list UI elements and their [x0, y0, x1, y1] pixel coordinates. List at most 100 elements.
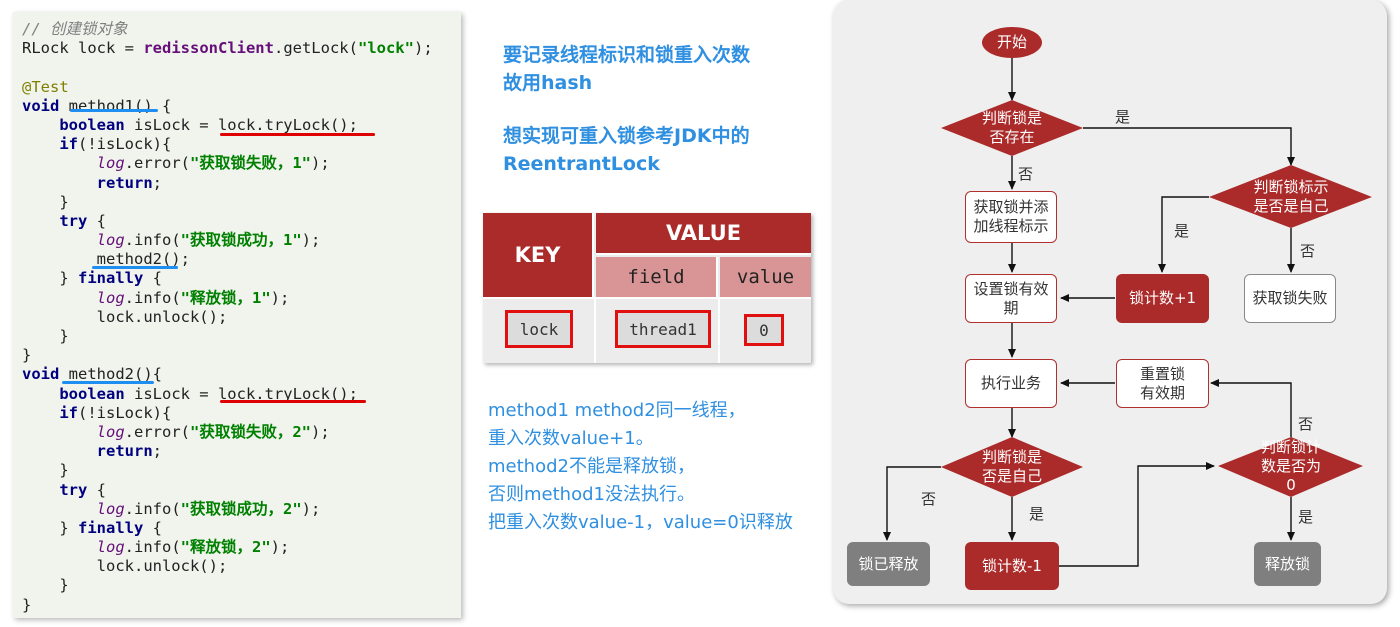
- acquire-fail-node: 获取锁失败: [1244, 274, 1336, 323]
- code-keyword: try: [59, 480, 88, 499]
- reason-title-line1: 要记录线程标识和锁重入次数: [503, 44, 751, 66]
- flowchart-panel: 开始 判断锁是否存在 是 否 获取锁并添加线程标示 判断锁标示是否是自己 是 否…: [833, 0, 1387, 604]
- code-line: return;: [22, 442, 433, 461]
- trylock2-underline: [220, 400, 366, 403]
- decision-lock-exists: [941, 100, 1083, 156]
- edge-label-yes: 是: [1029, 505, 1045, 523]
- code-token: lock.unlock();: [96, 307, 228, 326]
- code-token: );: [270, 538, 290, 557]
- value-header: VALUE: [596, 213, 811, 255]
- value-sub-header: value: [720, 257, 811, 297]
- decision-mine-line1: 判断锁是: [981, 448, 1042, 466]
- edge-label-no: 否: [1300, 242, 1316, 260]
- field-cell: thread1: [615, 310, 711, 348]
- code-token: .error(: [124, 154, 190, 173]
- reentrant-note: method1 method2同一线程， 重入次数value+1。 method…: [488, 397, 793, 537]
- acquire-line2: 加线程标示: [973, 217, 1049, 235]
- method1-underline: [70, 109, 158, 112]
- code-line: boolean isLock = lock.tryLock();: [22, 116, 433, 135]
- code-line: log.error("获取锁失败，1");: [22, 154, 433, 173]
- acquire-lock-node: 获取锁并添加线程标示: [965, 191, 1057, 243]
- code-line: log.info("获取锁成功，1");: [22, 231, 433, 250]
- code-token: .info(: [124, 538, 181, 557]
- code-token: }: [59, 576, 69, 595]
- code-token: }: [59, 327, 69, 345]
- decision-owner-line1: 判断锁标示: [1253, 178, 1329, 196]
- code-line: }: [22, 193, 433, 212]
- code-token: .info(: [124, 499, 181, 518]
- lock-released-node: 锁已释放: [847, 542, 930, 586]
- code-annotation: @Test: [22, 77, 69, 96]
- code-keyword: if: [59, 135, 78, 154]
- code-string: "获取锁失败，1": [189, 154, 311, 173]
- code-token: {: [143, 269, 162, 288]
- code-token: .info(: [124, 288, 181, 307]
- note-line: method2不能是释放锁，: [488, 456, 695, 477]
- code-token: isLock = lock.tryLock();: [124, 384, 358, 403]
- reset-line1: 重置锁: [1139, 364, 1185, 383]
- code-line: try {: [22, 481, 433, 500]
- code-log: log: [96, 499, 125, 518]
- table-divider: [483, 297, 811, 299]
- code-log: log: [96, 288, 125, 307]
- method1-signature: method1() {: [59, 96, 172, 115]
- key-cell: lock: [505, 310, 573, 348]
- code-line: void method2(){: [22, 365, 433, 384]
- code-line: boolean isLock = lock.tryLock();: [22, 385, 433, 404]
- code-token: );: [270, 288, 290, 307]
- hash-table: KEY VALUE field value lock thread1 0: [483, 213, 811, 363]
- code-line: } finally {: [22, 269, 433, 288]
- code-log: log: [96, 154, 125, 173]
- code-keyword: boolean: [59, 115, 125, 134]
- code-token: );: [310, 154, 330, 173]
- code-token: }: [22, 595, 32, 614]
- decision-lock-owner: [1209, 165, 1372, 228]
- decision-exists-text: 判断锁是否存在: [961, 109, 1063, 147]
- method2-call: method2();: [96, 250, 190, 269]
- reason-title-line3: 想实现可重入锁参考JDK中的: [503, 125, 750, 147]
- code-keyword: finally: [78, 269, 144, 288]
- code-token: ;: [152, 173, 162, 192]
- code-token: );: [301, 231, 321, 250]
- code-keyword: return: [96, 442, 153, 461]
- reset-expiry-node: 重置锁有效期: [1116, 359, 1209, 408]
- code-line: method2();: [22, 250, 433, 269]
- flowchart-connectors: [883, 58, 1372, 567]
- trylock1-underline: [220, 133, 375, 136]
- code-string: "获取锁成功，2": [180, 499, 302, 518]
- code-token: .getLock(: [273, 39, 358, 58]
- decision-zero-line3: 0: [1286, 476, 1296, 494]
- code-line: }: [22, 596, 433, 615]
- decision-exists-line2: 否存在: [989, 128, 1035, 146]
- method2-signature: method2(){: [59, 365, 162, 384]
- code-line: return;: [22, 174, 433, 193]
- code-panel: // 创建锁对象 RLock lock = redissonClient.get…: [13, 12, 461, 618]
- edge-label-yes: 是: [1115, 108, 1131, 126]
- code-keyword: return: [96, 173, 153, 192]
- code-token: redissonClient: [143, 39, 274, 58]
- decision-lock-mine: [941, 437, 1083, 497]
- code-line: }: [22, 461, 433, 480]
- code-keyword: void: [22, 96, 60, 115]
- count-plus-node: 锁计数+1: [1116, 274, 1209, 323]
- code-keyword: boolean: [59, 384, 125, 403]
- code-log: log: [96, 231, 125, 250]
- code-line: lock.unlock();: [22, 557, 433, 576]
- note-line: 否则method1没法执行。: [488, 484, 695, 505]
- code-line: }: [22, 346, 433, 365]
- code-string: "lock": [357, 39, 414, 58]
- reason-title-line4: ReentrantLock: [503, 153, 660, 175]
- execute-business-node: 执行业务: [965, 359, 1057, 408]
- code-token: }: [59, 518, 78, 537]
- code-string: "获取锁失败，2": [189, 422, 311, 441]
- code-line: }: [22, 576, 433, 595]
- code-string: "获取锁成功，1": [180, 231, 302, 250]
- decision-count-zero: [1218, 437, 1363, 497]
- set-expiry-line1: 设置锁有效: [973, 279, 1049, 298]
- code-log: log: [96, 538, 125, 557]
- code-line: log.info("释放锁，2");: [22, 538, 433, 557]
- edge-label-no: 否: [1018, 165, 1034, 183]
- table-divider: [718, 299, 720, 363]
- field-header: field: [596, 257, 718, 297]
